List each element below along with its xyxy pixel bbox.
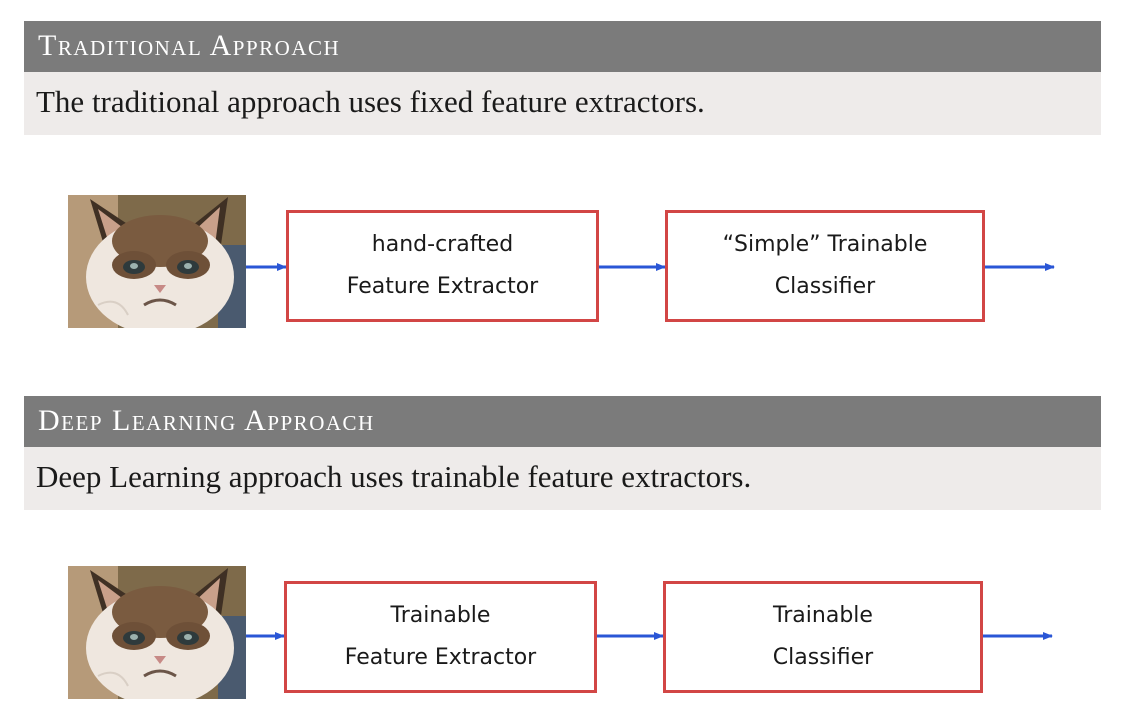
traditional-approach-description-bar: The traditional approach uses fixed feat… bbox=[24, 72, 1101, 135]
stage-label-line1: Trainable bbox=[390, 603, 491, 628]
deep-learning-approach-header: Deep Learning Approach bbox=[24, 396, 1101, 447]
deep-learning-approach-description: Deep Learning approach uses trainable fe… bbox=[36, 459, 752, 494]
stage-label-line1: “Simple” Trainable bbox=[722, 232, 928, 257]
stage-label-line2: Classifier bbox=[774, 274, 876, 299]
deep-learning-pipeline-diagram: Trainable Feature Extractor Trainable Cl… bbox=[0, 566, 1122, 706]
traditional-pipeline-diagram: hand-crafted Feature Extractor “Simple” … bbox=[0, 195, 1122, 335]
deep-learning-pipeline-arrows bbox=[246, 632, 1053, 640]
traditional-pipeline-arrows bbox=[246, 263, 1055, 271]
stage-label-line1: Trainable bbox=[773, 603, 873, 628]
stage-label-line2: Feature Extractor bbox=[344, 645, 537, 670]
hand-crafted-feature-extractor-box: hand-crafted Feature Extractor bbox=[286, 210, 599, 322]
trainable-feature-extractor-box: Trainable Feature Extractor bbox=[284, 581, 597, 693]
simple-trainable-classifier-box: “Simple” Trainable Classifier bbox=[665, 210, 985, 322]
deep-learning-approach-title: Deep Learning Approach bbox=[38, 404, 375, 437]
stage-label-line1: hand-crafted bbox=[371, 232, 514, 257]
cat-photo bbox=[68, 195, 246, 328]
deep-learning-approach-description-bar: Deep Learning approach uses trainable fe… bbox=[24, 447, 1101, 510]
stage-label-line2: Classifier bbox=[772, 645, 874, 670]
traditional-approach-title: Traditional Approach bbox=[38, 29, 341, 62]
trainable-classifier-box: Trainable Classifier bbox=[663, 581, 983, 693]
stage-label-line2: Feature Extractor bbox=[346, 274, 539, 299]
cat-photo bbox=[68, 566, 246, 699]
traditional-approach-header: Traditional Approach bbox=[24, 21, 1101, 72]
traditional-approach-description: The traditional approach uses fixed feat… bbox=[36, 84, 705, 119]
